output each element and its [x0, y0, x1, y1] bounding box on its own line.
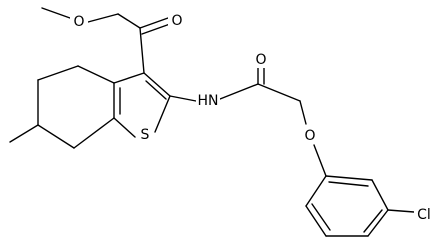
- bond: [311, 203, 331, 231]
- atom-label-chlorine: Cl: [417, 207, 431, 223]
- bond: [113, 117, 136, 138]
- bond: [113, 72, 145, 84]
- bond: [328, 181, 369, 187]
- atom-label-sulfur: S: [141, 127, 150, 143]
- atom-label-ether-oxygen: O: [73, 14, 84, 30]
- bond: [363, 209, 383, 233]
- bond: [9, 124, 39, 143]
- bond: [73, 117, 115, 149]
- bond: [371, 179, 389, 211]
- bond: [387, 209, 415, 213]
- bond: [154, 95, 171, 133]
- bond: [139, 27, 145, 74]
- bond: [41, 7, 71, 19]
- atom-label-carbonyl-oxygen: O: [171, 13, 182, 29]
- bond: [313, 144, 327, 177]
- bond: [367, 209, 389, 237]
- bond: [257, 83, 301, 102]
- bond: [117, 13, 141, 29]
- atom-label-phenoxy-oxygen: O: [304, 128, 315, 144]
- atom-label-amide-nitrogen: HN: [198, 93, 219, 109]
- bond: [299, 100, 307, 125]
- bond: [145, 80, 167, 100]
- bond: [139, 17, 169, 29]
- bond: [87, 13, 119, 23]
- bonds: [9, 7, 415, 237]
- bond: [219, 83, 259, 100]
- bond: [37, 124, 75, 149]
- bond: [37, 65, 79, 81]
- atom-label-amide-oxygen: O: [255, 52, 266, 68]
- bond: [305, 205, 327, 237]
- bond: [305, 175, 327, 207]
- bond: [169, 95, 197, 102]
- bond: [77, 65, 115, 84]
- bond: [141, 23, 171, 35]
- bond: [325, 175, 373, 181]
- atom-labels: O O S HN O O Cl: [70, 11, 434, 223]
- bond: [143, 72, 171, 97]
